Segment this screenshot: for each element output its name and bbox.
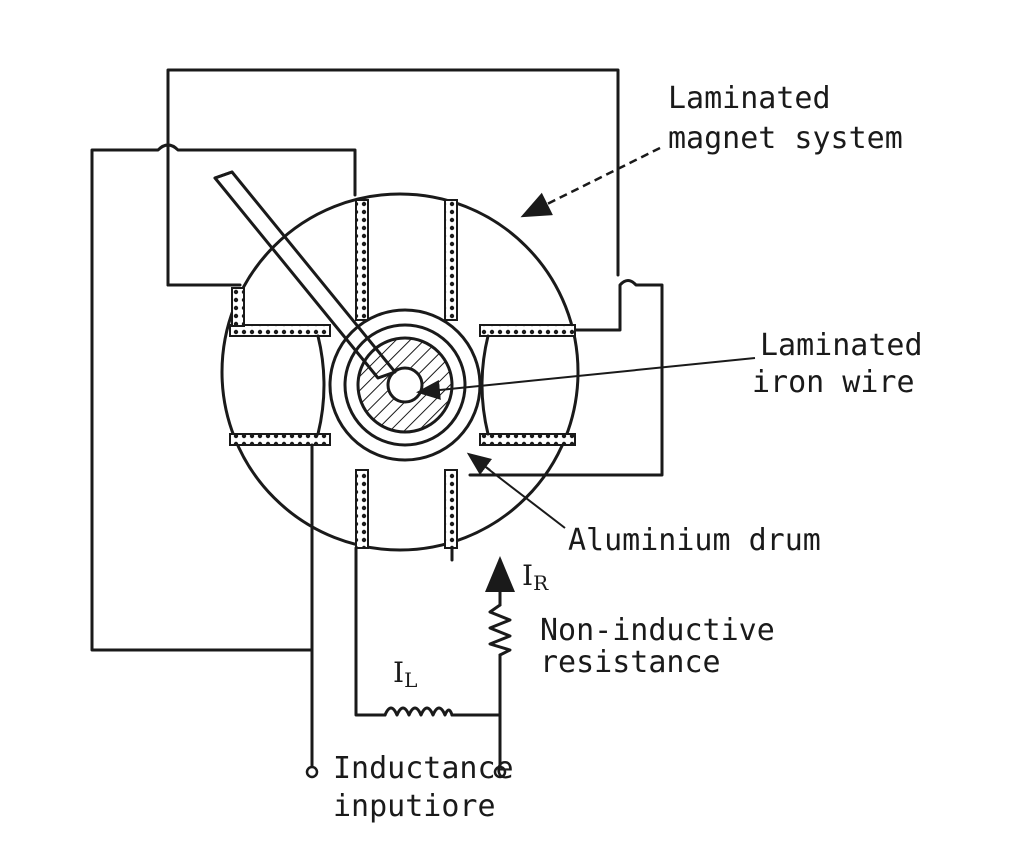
label-magnet-line1: Laminated [668,81,831,116]
label-current-l: IL [393,656,417,692]
arrow-drum-head [466,452,492,475]
label-iron-line1: Laminated [760,328,923,363]
aluminium-drum-inner [343,323,467,447]
label-resistance-line1: Non-inductive [540,613,775,648]
non-inductive-resistor [488,603,512,657]
magnet-system-ring [220,192,580,552]
inductance-coil [383,706,454,717]
label-magnet-line2: magnet system [668,121,903,156]
input-terminal-left [305,765,319,779]
pole-coils [229,199,576,549]
pointer [213,170,397,380]
label-input-line2: inputiore [333,789,496,824]
label-iron-line2: iron wire [752,365,915,400]
label-current-r: IR [522,559,549,595]
input-terminal-right [493,765,507,779]
arrow-iron-wire [416,357,756,400]
lower-circuit [310,443,515,772]
label-input-line1: Inductance [333,751,514,786]
wiring-left-loop [90,143,357,652]
wiring-top-loop [166,68,620,287]
label-resistance-line2: resistance [540,645,721,680]
label-aluminium-drum: Aluminium drum [568,523,821,558]
arrow-magnet-system [520,146,661,218]
wiring-right-loop [468,279,664,477]
